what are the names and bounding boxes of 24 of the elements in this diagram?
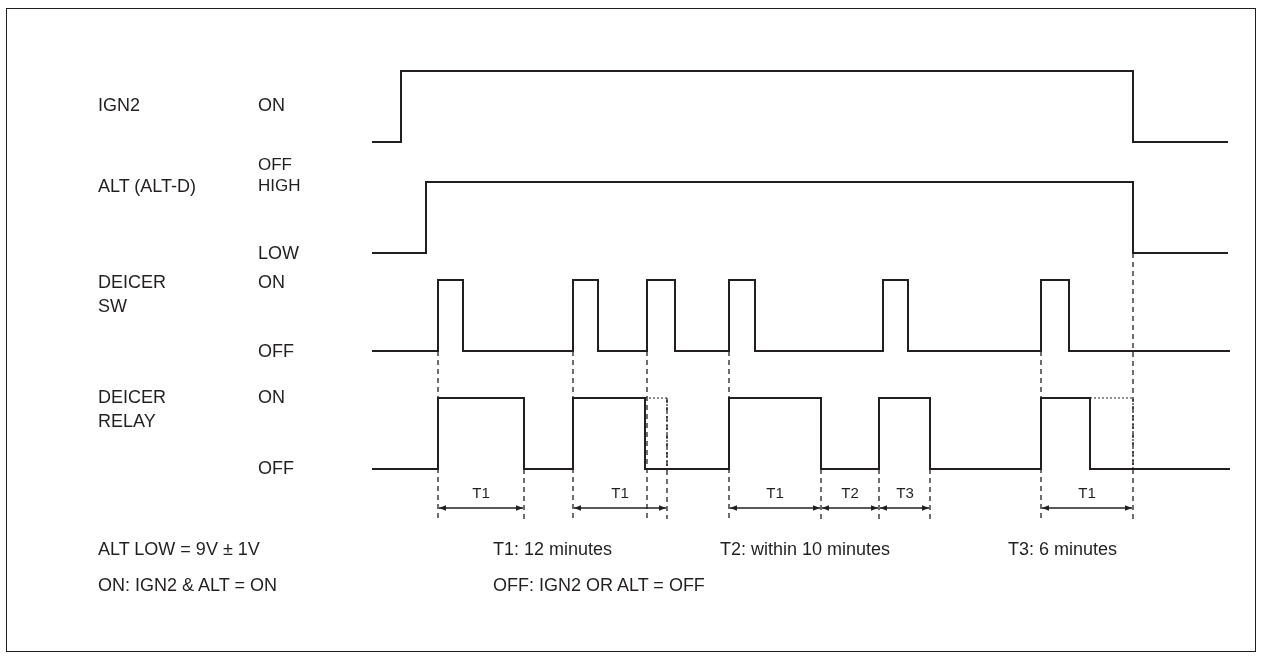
- note-text: T3: 6 minutes: [1008, 538, 1118, 560]
- span-label: T3: [896, 484, 914, 502]
- note-text: T2: within 10 minutes: [720, 538, 891, 560]
- note-text: ON: IGN2 & ALT = ON: [98, 574, 277, 596]
- level-label: OFF: [258, 340, 294, 362]
- level-label: HIGH: [258, 176, 301, 196]
- note-text: OFF: IGN2 OR ALT = OFF: [493, 574, 705, 596]
- span-label: T1: [611, 484, 629, 502]
- level-label: OFF: [258, 457, 294, 479]
- signal-name: DEICER SW: [98, 271, 167, 318]
- span-label: T1: [472, 484, 490, 502]
- note-text: T1: 12 minutes: [493, 538, 613, 560]
- signal-name: ALT (ALT-D): [98, 175, 196, 197]
- span-label: T1: [766, 484, 784, 502]
- level-label: ON: [258, 94, 285, 116]
- level-label: ON: [258, 386, 285, 408]
- signal-name: DEICER RELAY: [98, 386, 167, 433]
- note-text: ALT LOW = 9V ± 1V: [98, 538, 260, 560]
- span-label: T2: [841, 484, 859, 502]
- signal-name: IGN2: [98, 94, 140, 116]
- span-label: T1: [1078, 484, 1096, 502]
- level-label: OFF: [258, 155, 292, 175]
- level-label: LOW: [258, 242, 299, 264]
- level-label: ON: [258, 271, 285, 293]
